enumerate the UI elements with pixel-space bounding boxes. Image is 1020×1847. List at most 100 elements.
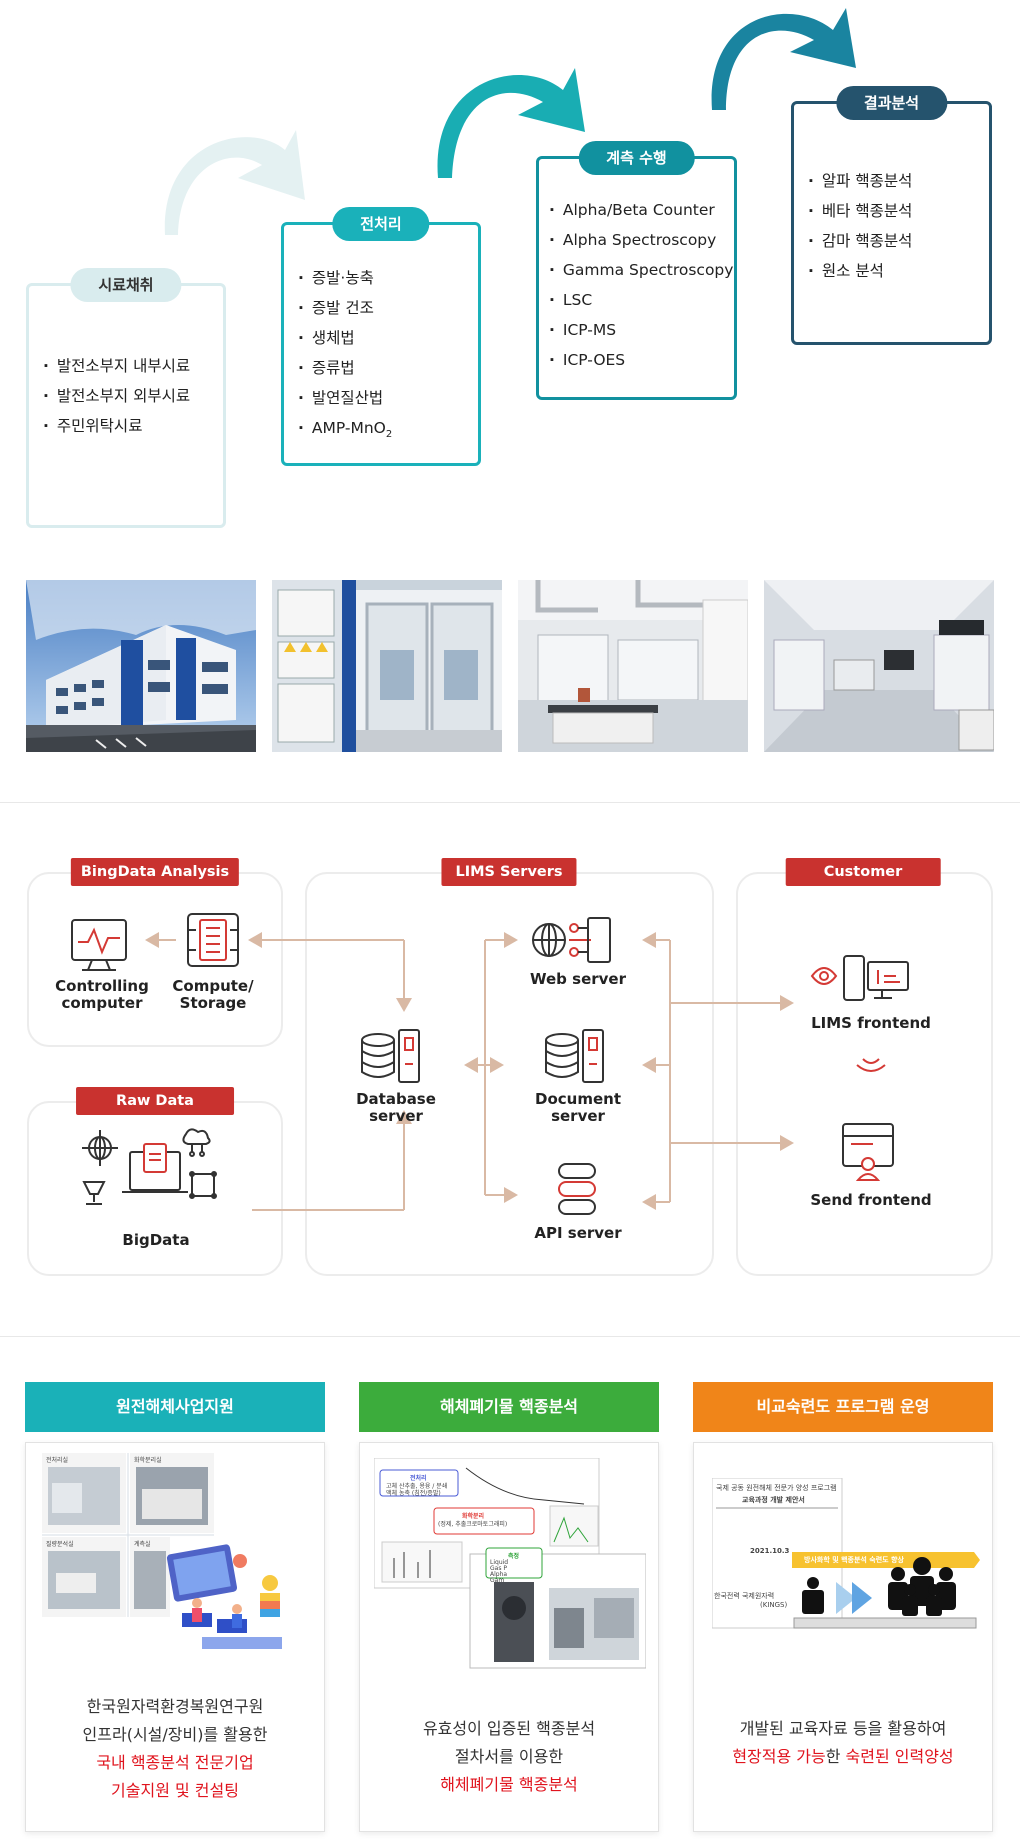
service-card-title: 해체폐기물 핵종분석 (359, 1382, 659, 1432)
description-line: 한국원자력환경복원연구원 (86, 1697, 264, 1716)
step-item: 베타 핵종분석 (808, 196, 913, 226)
step-item: 주민위탁시료 (43, 411, 190, 441)
photo-lab-instruments (764, 580, 994, 752)
image-label: 전처리 (410, 1475, 427, 1482)
step-item: 증발 건조 (298, 293, 392, 323)
signal-icon (856, 1058, 886, 1072)
description-line: 유효성이 입증된 핵종분석 (422, 1719, 596, 1738)
group-tag-raw-data: Raw Data (76, 1087, 234, 1115)
step-item: ICP-MS (549, 315, 733, 345)
procedure-infographic (374, 1458, 646, 1669)
step-title: 계측 수행 (578, 141, 695, 175)
architecture-diagram (71, 913, 909, 1215)
image-label: 2021.10.3 (750, 1547, 790, 1555)
image-label: 국제 공동 원전해체 전문가 양성 프로그램 (716, 1484, 837, 1492)
photo-lab-fumehoods (518, 580, 748, 752)
description-line: 절차서를 이용한 (454, 1747, 564, 1766)
image-label: 교육과정 개발 제안서 (742, 1496, 805, 1504)
section-divider (0, 802, 1020, 803)
panel-raw-data (27, 1101, 283, 1276)
service-card-proficiency: 국제 공동 원전해체 전문가 양성 프로그램 교육과정 개발 제안서 2021.… (693, 1442, 993, 1832)
facility-infographic (42, 1453, 282, 1649)
step-title: 전처리 (332, 207, 430, 241)
step-item: LSC (549, 285, 733, 315)
step-item: 원소 분석 (808, 256, 912, 286)
step-item: ICP-OES (549, 345, 733, 375)
server-rack-icon (187, 913, 239, 967)
panel-bigdata-analysis (27, 872, 283, 1047)
description-highlight-line: 현장적용 가능한 숙련된 인력양성 (694, 1743, 992, 1771)
service-description: 한국원자력환경복원연구원 인프라(시설/장비)를 활용한 국내 핵종분석 전문기… (26, 1693, 324, 1805)
step-item: 발전소부지 외부시료 (43, 381, 190, 411)
step-title: 결과분석 (835, 86, 948, 120)
step-item-main: AMP-MnO (311, 419, 386, 437)
service-description: 개발된 교육자료 등을 활용하여 현장적용 가능한 숙련된 인력양성 (694, 1715, 992, 1771)
flow-arrow-1 (164, 130, 305, 235)
description-text: 한 (825, 1747, 846, 1766)
service-card-title: 비교숙련도 프로그램 운영 (693, 1382, 993, 1432)
node-send-frontend: Send frontend (810, 1191, 932, 1209)
step-title: 시료채취 (70, 268, 182, 302)
image-label: 방사화학 및 핵종분석 숙련도 향상 (804, 1556, 904, 1564)
flow-arrow-2 (437, 68, 585, 178)
step-item: Gamma Spectroscopy (549, 255, 734, 285)
process-arrows (164, 8, 856, 235)
document-server-icon (545, 1029, 604, 1083)
service-card-waste-analysis: 전처리 고체 산추출, 용융 / 분쇄 액체 농축 (침전/증발) 화학분리 (… (359, 1442, 659, 1832)
service-card-title: 원전해체사업지원 (25, 1382, 325, 1432)
step-item: 알파 핵종분석 (808, 166, 913, 196)
description-highlight: 국내 핵종분석 전문기업 (96, 1753, 254, 1772)
image-label: Alpha (490, 1571, 508, 1578)
step-item: 감마 핵종분석 (808, 226, 913, 256)
api-server-icon (558, 1163, 596, 1215)
image-label: Liquid (490, 1559, 509, 1566)
service-description: 유효성이 입증된 핵종분석 절차서를 이용한 해체폐기물 핵종분석 (360, 1715, 658, 1799)
image-label: 측정 (508, 1553, 520, 1560)
description-line: 개발된 교육자료 등을 활용하여 (739, 1719, 947, 1738)
process-step-pretreatment: 전처리 증발·농축 증발 건조 생체법 증류법 발연질산법 AMP-MnO2 (281, 207, 481, 466)
node-bigdata: BigData (122, 1231, 190, 1249)
image-label: (KINGS) (760, 1601, 788, 1609)
node-api-server: API server (534, 1224, 622, 1242)
description-highlight: 현장적용 가능 (732, 1747, 826, 1766)
step-item: 생체법 (298, 323, 392, 353)
step-item: 발전소부지 내부시료 (43, 351, 190, 381)
node-lims-frontend: LIMS frontend (811, 1014, 931, 1032)
description-line: 인프라(시설/장비)를 활용한 (82, 1725, 268, 1744)
description-highlight: 숙련된 인력양성 (845, 1747, 954, 1766)
image-label: Gam (490, 1577, 505, 1584)
image-label: 고체 산추출, 용융 / 분쇄 (386, 1483, 448, 1490)
image-label: 계측실 (134, 1541, 151, 1548)
node-web-server: Web server (530, 970, 626, 988)
image-label: 한국전력 국제원자력 (714, 1592, 775, 1600)
node-document-server: Document server (535, 1090, 621, 1125)
service-card-decommissioning: 전처리실 화학분리실 질량분석실 계측실 한국원자력환경복원연구원 인프라(시설… (25, 1442, 325, 1832)
step-item-subscript: 2 (385, 429, 393, 441)
send-window-icon (842, 1123, 894, 1181)
step-item: 증발·농축 (298, 263, 392, 293)
node-database-server: Database server (356, 1090, 436, 1125)
process-step-analysis: 결과분석 알파 핵종분석 베타 핵종분석 감마 핵종분석 원소 분석 (791, 86, 992, 345)
image-label: 전처리실 (46, 1457, 69, 1464)
flow-arrow-3 (711, 8, 856, 110)
section-divider (0, 1336, 1020, 1337)
process-step-measurement: 계측 수행 Alpha/Beta Counter Alpha Spectrosc… (536, 141, 737, 400)
image-label: Gas P (490, 1565, 507, 1572)
image-label: (정제, 추출크로마토그래피) (438, 1521, 508, 1528)
photo-building (26, 580, 256, 752)
group-tag-customer: Customer (785, 858, 941, 886)
photo-lab-entrance (272, 580, 502, 752)
description-highlight: 해체폐기물 핵종분석 (440, 1775, 578, 1794)
node-compute-storage: Compute/ Storage (172, 977, 254, 1012)
image-label: 화학분리 (462, 1513, 485, 1520)
image-label: 액체 농축 (침전/증발) (386, 1490, 441, 1497)
node-controlling-computer: Controlling computer (55, 977, 149, 1012)
step-item: 발연질산법 (298, 383, 392, 413)
group-tag-bigdata-analysis: BingData Analysis (70, 858, 240, 886)
image-label: 화학분리실 (134, 1457, 162, 1464)
globe-server-icon (532, 917, 611, 963)
description-highlight: 기술지원 및 컨설팅 (111, 1781, 239, 1800)
devices-icon (810, 955, 909, 1001)
database-server-icon (361, 1029, 420, 1083)
group-tag-lims-servers: LIMS Servers (441, 858, 577, 886)
